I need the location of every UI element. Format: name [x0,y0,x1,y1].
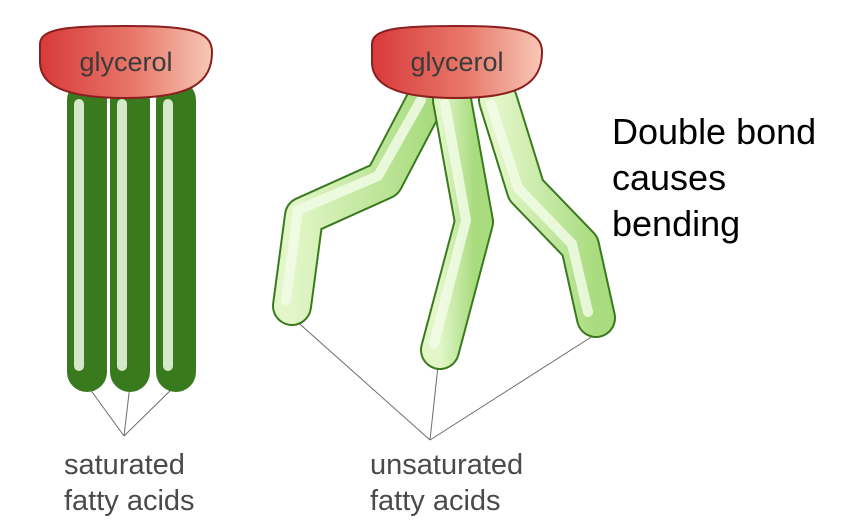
saturated-chain-1 [67,80,107,392]
saturated-glycerol-head: glycerol [39,24,214,100]
saturated-glycerol-label: glycerol [79,47,172,77]
unsaturated-glycerol-head: glycerol [371,24,544,100]
saturated-chain-3 [156,80,196,392]
annotation-line3: bending [612,203,740,244]
double-bond-annotation: Double bond causes bending [612,111,816,244]
unsaturated-chain-2 [420,80,494,370]
saturated-pointer-lines [86,384,177,437]
unsaturated-fatty-acids-group: glycerol unsaturated fatty acids [272,24,616,517]
unsaturated-glycerol-label: glycerol [410,47,503,77]
annotation-line2: causes [612,157,726,198]
saturated-caption-line1: saturated [64,449,185,481]
saturated-fatty-acids-group: glycerol saturated fatty acids [39,24,214,517]
unsaturated-chain-1 [272,76,448,326]
saturated-chain-2 [110,80,150,392]
unsaturated-caption-line1: unsaturated [370,449,523,481]
unsaturated-pointer-lines [292,317,597,441]
unsaturated-caption-line2: fatty acids [370,485,501,517]
unsaturated-chain-3 [478,80,616,338]
saturated-caption-line2: fatty acids [64,485,195,517]
annotation-line1: Double bond [612,111,816,152]
